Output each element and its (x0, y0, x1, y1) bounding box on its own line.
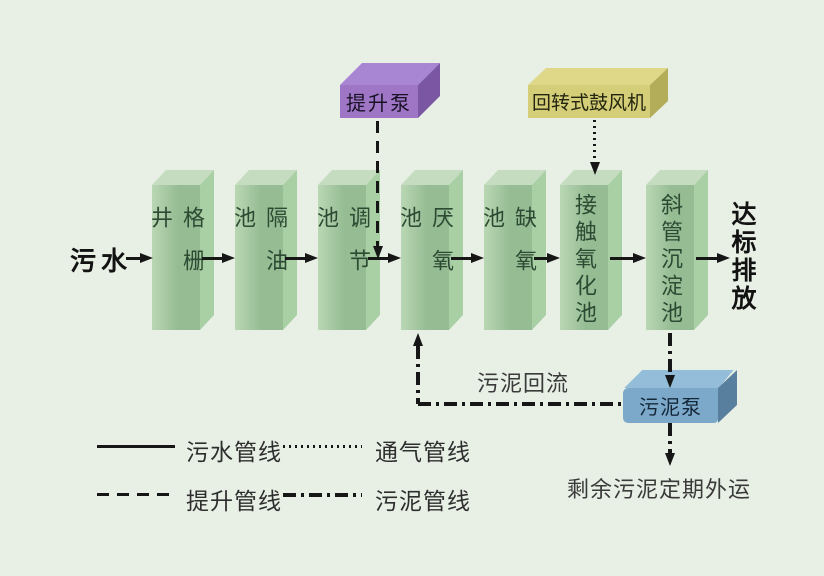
tank-front-face: 调节池 (314, 185, 371, 330)
tank-front-face: 隔油池 (231, 185, 288, 330)
arrowhead-icon (222, 253, 235, 263)
blower-front-face: 回转式鼓风机 (528, 85, 650, 118)
tank-top-face (560, 170, 622, 185)
sewage-line (696, 257, 718, 260)
tank-front-face: 厌氧池 (397, 185, 454, 330)
arrowhead-icon (373, 246, 383, 259)
sewage-line (451, 257, 472, 260)
lift-line (376, 121, 379, 247)
arrowhead-icon (140, 253, 153, 263)
tank-anaerobic: 厌氧池 (397, 170, 463, 330)
effluent-label: 达标排放 (728, 201, 755, 313)
legend-label-aeration: 通气管线 (375, 440, 471, 465)
pump-top-face (340, 63, 440, 85)
pump-front-face: 提升泵 (340, 85, 418, 118)
sewage-line (126, 257, 141, 260)
sludge-disposal-label: 剩余污泥定期外运 (567, 477, 752, 502)
arrowhead-icon (413, 333, 423, 346)
legend-dotted-line-sample (283, 445, 362, 448)
legend-label-lift: 提升管线 (186, 489, 282, 514)
sludge-return-line-horizontal (418, 402, 623, 406)
arrowhead-icon (633, 253, 646, 263)
tank-side-face (694, 170, 708, 330)
lift-pump-label: 提升泵 (346, 93, 412, 115)
blower-top-face (528, 68, 668, 85)
lift-pump-box: 提升泵 (340, 63, 440, 118)
sewage-line (285, 257, 306, 260)
tank-label: 厌氧池 (397, 206, 454, 292)
sludge-pump-front-face: 污泥泵 (623, 388, 718, 423)
tank-side-face (283, 170, 297, 330)
sewage-line (610, 257, 634, 260)
sludge-return-label: 污泥回流 (477, 371, 570, 396)
tank-top-face (401, 170, 463, 185)
sludge-disposal-line (668, 423, 672, 453)
tank-contact-oxidation: 接触氧化池 (560, 170, 622, 330)
tank-label: 调节池 (314, 206, 371, 292)
tank-label: 隔油池 (231, 206, 288, 292)
arrowhead-icon (590, 162, 600, 175)
sludge-line (668, 333, 672, 375)
arrowhead-icon (717, 253, 730, 263)
tank-top-face (235, 170, 297, 185)
tank-side-face (608, 170, 622, 330)
legend-label-sewage: 污水管线 (186, 440, 282, 465)
tank-top-face (484, 170, 546, 185)
sludge-return-line-vertical (416, 346, 420, 404)
sewage-line (202, 257, 223, 260)
tank-regulating: 调节池 (314, 170, 380, 330)
tank-side-face (532, 170, 546, 330)
arrowhead-icon (388, 253, 401, 263)
tank-front-face: 接触氧化池 (560, 185, 608, 330)
tank-side-face (449, 170, 463, 330)
sludge-pump-label: 污泥泵 (639, 397, 702, 419)
tank-anoxic: 缺氧池 (480, 170, 546, 330)
arrowhead-icon (471, 253, 484, 263)
legend-dashed-line-sample (97, 493, 175, 496)
arrowhead-icon (665, 453, 675, 466)
legend-label-sludge: 污泥管线 (375, 489, 471, 514)
tank-top-face (152, 170, 214, 185)
tank-top-face (318, 170, 380, 185)
tank-side-face (200, 170, 214, 330)
tank-label: 接触氧化池 (572, 192, 597, 328)
tank-oil-separation: 隔油池 (231, 170, 297, 330)
legend-solid-line-sample (97, 445, 175, 448)
sludge-pump-box: 污泥泵 (623, 370, 737, 423)
arrowhead-icon (665, 375, 675, 388)
tank-label: 缺氧池 (480, 206, 537, 292)
arrowhead-icon (305, 253, 318, 263)
tank-grid-well: 格栅井 (148, 170, 214, 330)
sludge-pump-top-face (624, 370, 734, 388)
tank-label: 斜管沉淀池 (658, 192, 683, 328)
tank-front-face: 格栅井 (148, 185, 205, 330)
tank-front-face: 斜管沉淀池 (646, 185, 694, 330)
tank-label: 格栅井 (148, 206, 205, 292)
aeration-line (593, 120, 596, 162)
tank-top-face (646, 170, 708, 185)
rotary-blower-box: 回转式鼓风机 (528, 68, 668, 118)
arrowhead-icon (547, 253, 560, 263)
influent-label: 污水 (70, 247, 133, 276)
rotary-blower-label: 回转式鼓风机 (531, 93, 646, 114)
tank-inclined-tube-sedimentation: 斜管沉淀池 (646, 170, 708, 330)
tank-front-face: 缺氧池 (480, 185, 537, 330)
sewage-line (534, 257, 548, 260)
legend-dashdot-line-sample (283, 493, 362, 497)
